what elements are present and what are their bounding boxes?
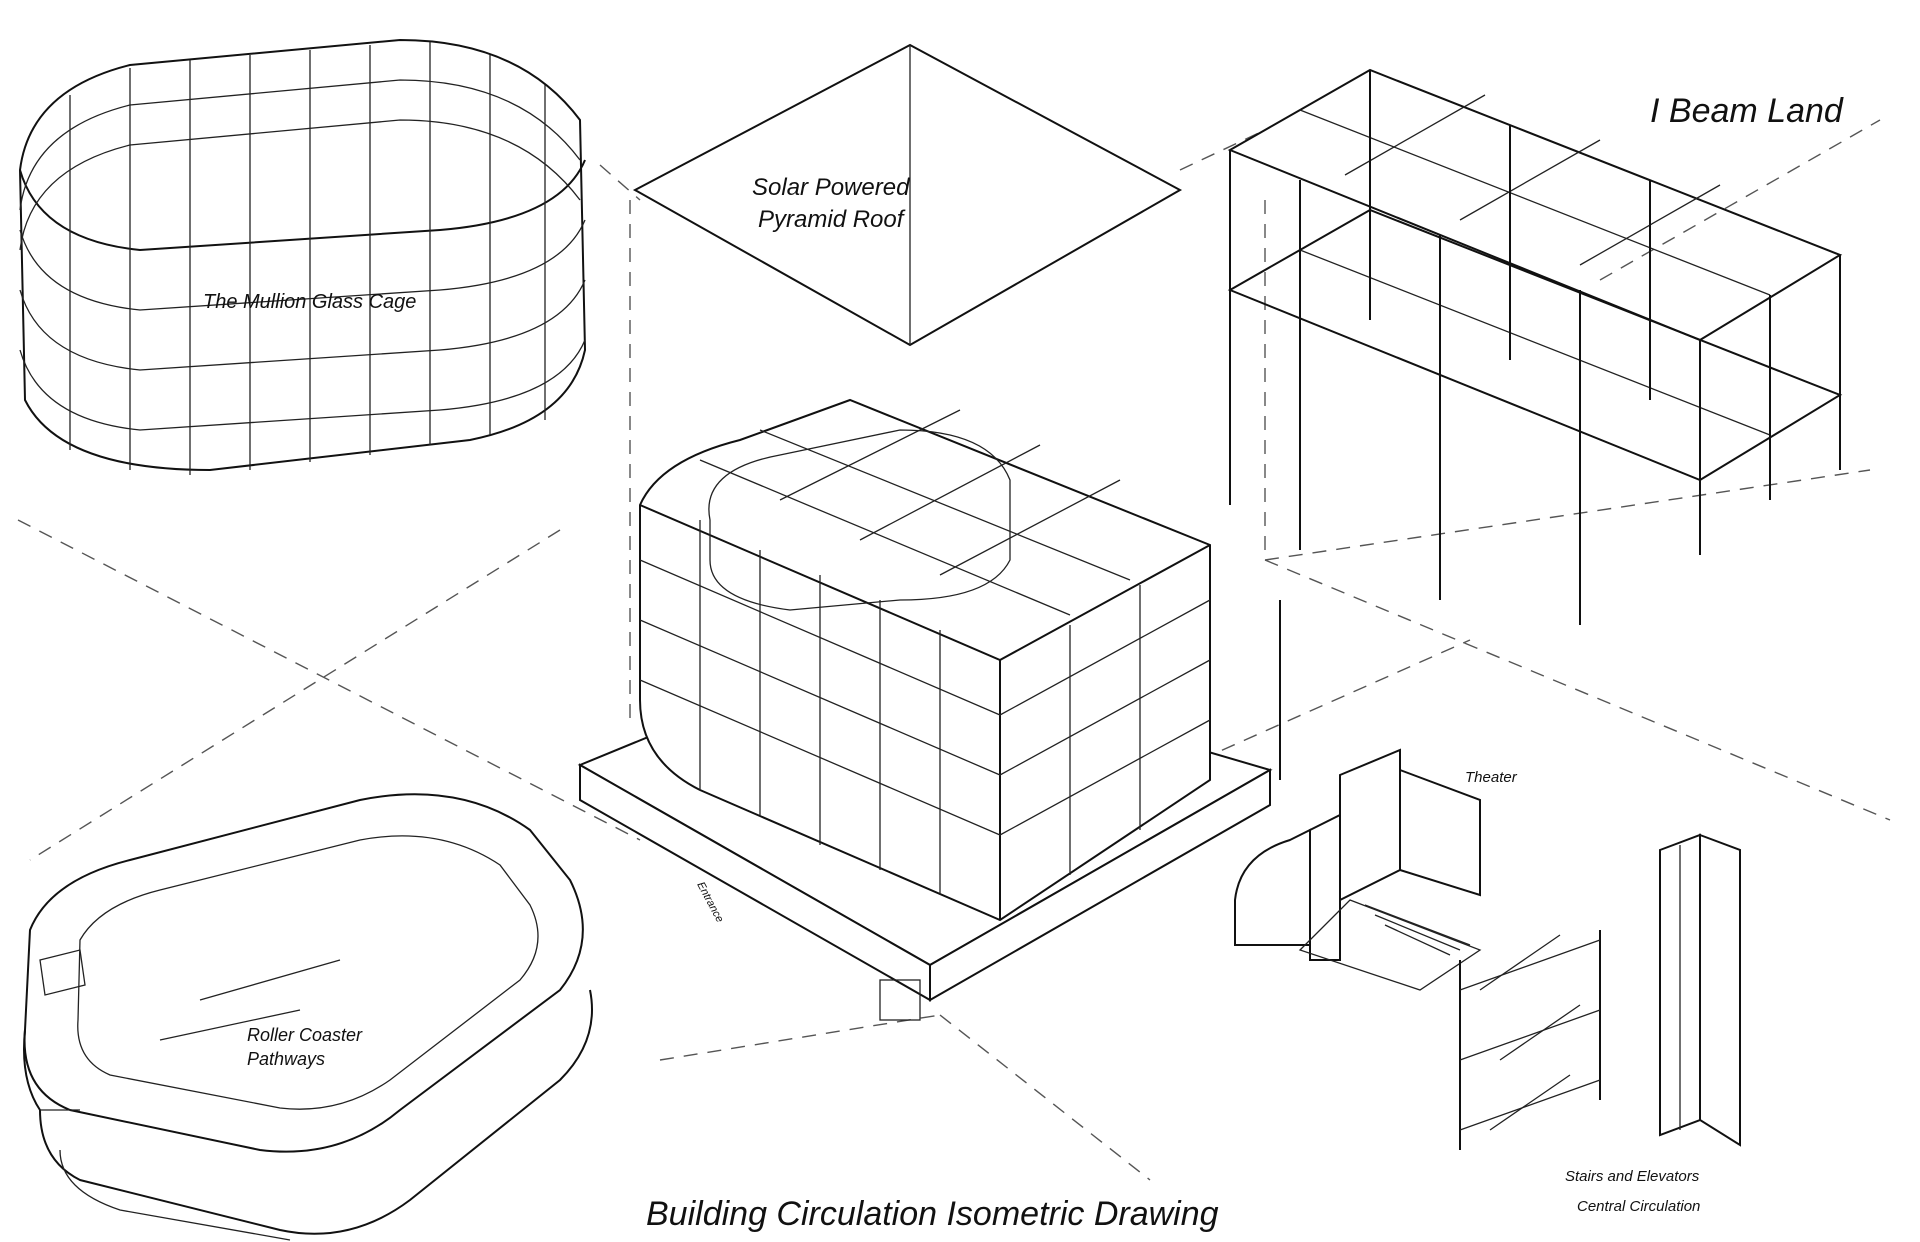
- label-stairs-elevators: Stairs and Elevators Central Circulation: [1565, 1162, 1700, 1222]
- label-i-beam-land: I Beam Land: [1650, 92, 1843, 130]
- label-mullion-glass-cage: The Mullion Glass Cage: [203, 291, 417, 313]
- pyramid-roof: [632, 43, 1183, 347]
- mullion-glass-cage: [18, 38, 587, 475]
- label-stairs-line1: Stairs and Elevators: [1565, 1168, 1700, 1185]
- label-pyramid-roof-line2: Pyramid Roof: [758, 206, 904, 233]
- label-pyramid-roof-line1: Solar Powered: [752, 174, 910, 201]
- elevator-shafts: [1659, 833, 1741, 1147]
- drawing-title: Building Circulation Isometric Drawing: [646, 1195, 1219, 1233]
- roller-coaster-pathways: [23, 793, 593, 1241]
- label-theater: Theater: [1465, 769, 1517, 786]
- label-pyramid-roof: Solar Powered Pyramid Roof: [752, 172, 909, 236]
- stairs: [1459, 930, 1601, 1150]
- i-beam-frame: [1227, 68, 1843, 625]
- theater: [1234, 748, 1482, 991]
- label-roller-coaster-line1: Roller Coaster: [247, 1025, 363, 1045]
- label-roller-coaster: Roller Coaster Pathways: [247, 1023, 362, 1071]
- label-roller-coaster-line2: Pathways: [247, 1049, 326, 1069]
- central-building: [577, 398, 1281, 1021]
- label-stairs-line2: Central Circulation: [1577, 1198, 1701, 1215]
